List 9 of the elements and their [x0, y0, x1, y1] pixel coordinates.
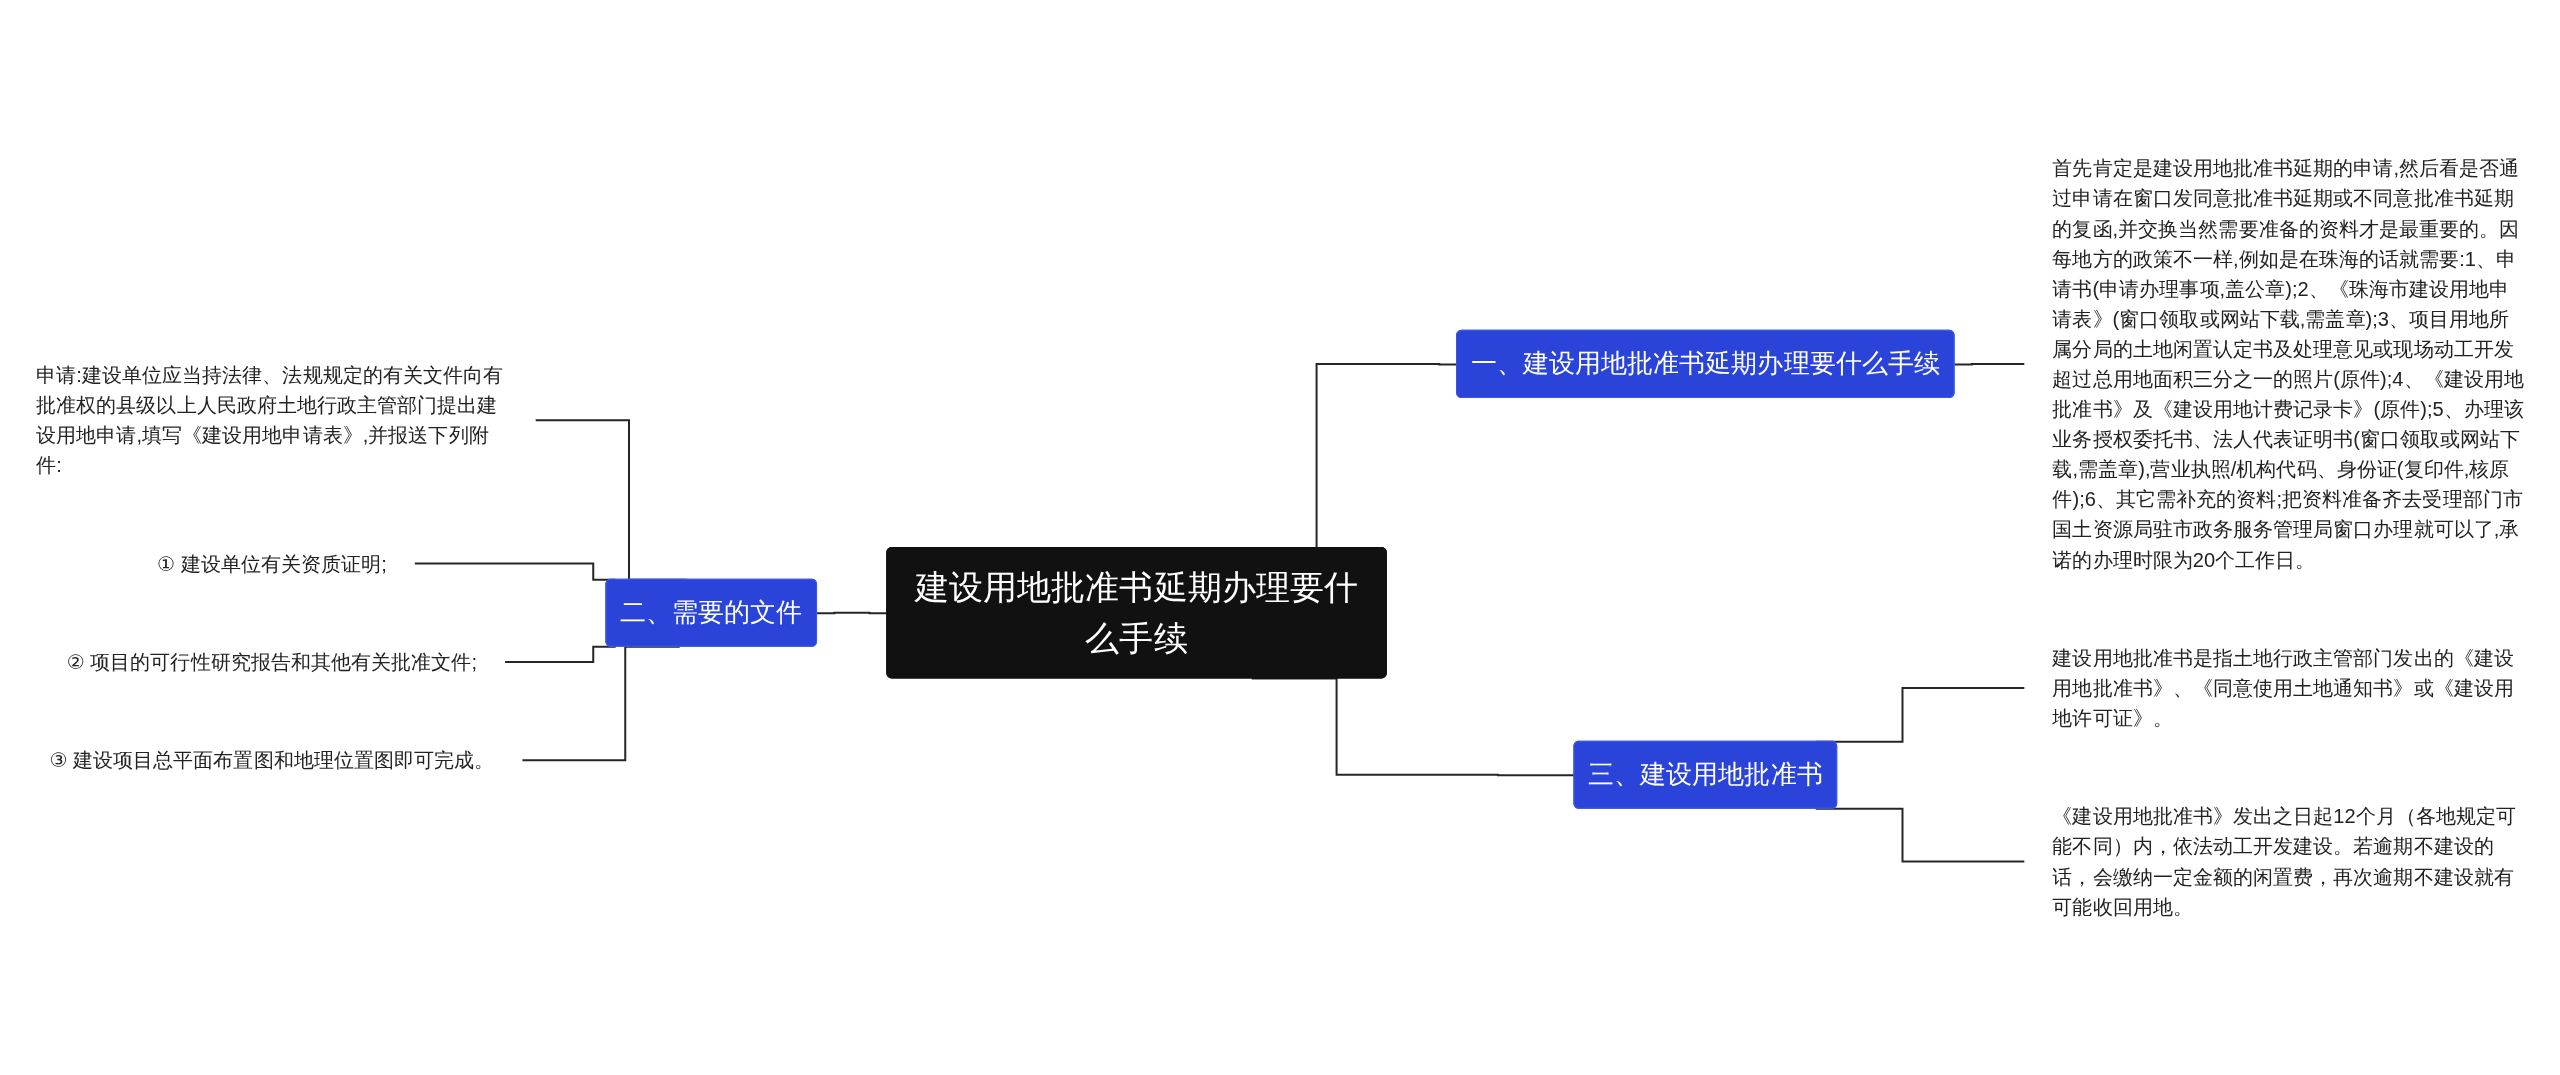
- node-text: 首先肯定是建设用地批准书延期的申请,然后看是否通过申请在窗口发同意批准书延期或不同意批准书延期的复函,并交换当然需要准备的资料才是最重要的。因每地方的政策不一样,例如是在珠海的话就需要:1、申请书(申请办理事项,盖公章);2、《珠海市建设用地申请表》(窗口领取或网站下载,需盖章);3、项目用地所属分局的土地闲置认定书及处理意见或现场动工开发超过总用地面积三分之一的照片(原件);4、《建设用地批准书》及《建设用地计费记录卡》(原件);5、办理该业务授权委托书、法人代表证明书(窗口领取或网站下载,需盖章),营业执照/机构代码、身份证(复印件,核原件);6、其它需补充的资料;把资料准备齐去受理部门市国土资源局驻市政务服务管理局窗口办理就可以了,承诺的办理时限为20个工作日。: [2052, 157, 2524, 571]
- connector: [817, 611, 888, 615]
- connector: [1954, 362, 2025, 366]
- node-text: 《建设用地批准书》发出之日起12个月（各地规定可能不同）内，依法动工开发建设。若逾期不建设的话，会缴纳一定金额的闲置费，再次逾期不建设就有可能收回用地。: [2052, 805, 2517, 918]
- node-text: ② 项目的可行性研究报告和其他有关批准文件;: [66, 650, 478, 673]
- node-text: ① 建设单位有关资质证明;: [156, 552, 387, 575]
- node-text: ③ 建设项目总平面布置图和地理位置图即可完成。: [49, 749, 495, 772]
- node-text: 申请:建设单位应当持法律、法规规定的有关文件向有批准权的县级以上人民政府土地行政主管部门提出建设用地申请,填写《建设用地申请表》,并报送下列附件:: [36, 363, 504, 477]
- node-text: 建设用地批准书是指土地行政主管部门发出的《建设用地批准书》、《同意使用土地通知书》或《建设用地许可证》。: [2052, 646, 2514, 730]
